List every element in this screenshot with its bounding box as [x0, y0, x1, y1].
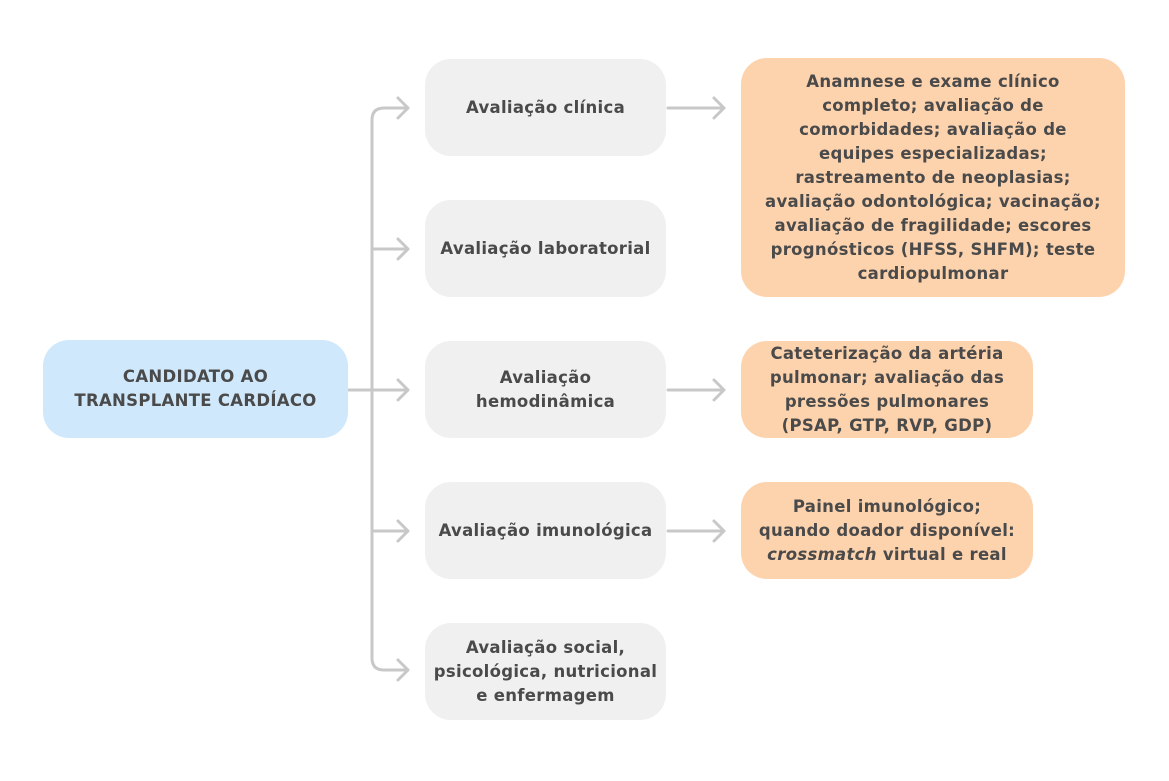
- step-label: hemodinâmica: [475, 391, 616, 411]
- detail-line: prognósticos (HFSS, SHFM); teste: [770, 239, 1096, 259]
- crossmatch-italic: crossmatch: [767, 544, 877, 564]
- detail-line: comorbidades; avaliação de: [799, 119, 1067, 139]
- step-label: Avaliação social,: [465, 637, 626, 657]
- detail-line: completo; avaliação de: [822, 95, 1044, 115]
- step-label: e enfermagem: [476, 685, 615, 705]
- detail-hemodynamic: Cateterização da artéria pulmonar; avali…: [741, 341, 1033, 438]
- detail-line: (PSAP, GTP, RVP, GDP): [781, 415, 993, 435]
- step-label: Avaliação laboratorial: [440, 238, 651, 258]
- arrow-to-step-hemo: [370, 378, 410, 402]
- step-label: Avaliação imunológica: [438, 520, 653, 540]
- detail-line: pressões pulmonares: [784, 391, 990, 411]
- detail-line: equipes especializadas;: [819, 143, 1047, 163]
- detail-line: Cateterização da artéria: [770, 343, 1004, 363]
- step-immunologic-evaluation: Avaliação imunológica: [425, 482, 666, 579]
- arrow-to-step-social: [382, 658, 410, 682]
- step-label: Avaliação clínica: [465, 97, 626, 117]
- detail-line: avaliação odontológica; vacinação;: [765, 191, 1101, 211]
- detail-line: Anamnese e exame clínico: [806, 71, 1060, 91]
- step-hemodynamic-evaluation: Avaliação hemodinâmica: [425, 341, 666, 438]
- detail-line: Painel imunológico;: [792, 496, 982, 516]
- vertical-trunk: [370, 106, 386, 672]
- step-social-evaluation: Avaliação social, psicológica, nutricion…: [425, 623, 666, 720]
- detail-line: quando doador disponível:: [758, 520, 1016, 540]
- root-line: TRANSPLANTE CARDÍACO: [74, 391, 317, 410]
- root-line: CANDIDATO AO: [122, 367, 269, 386]
- arrow-to-detail-immuno: [666, 519, 726, 543]
- step-clinical-evaluation: Avaliação clínica: [425, 59, 666, 156]
- arrow-to-step-clinical: [382, 96, 410, 120]
- root-node-candidate: CANDIDATO AO TRANSPLANTE CARDÍACO: [43, 340, 348, 438]
- step-laboratory-evaluation: Avaliação laboratorial: [425, 200, 666, 297]
- detail-line: pulmonar; avaliação das: [769, 367, 1005, 387]
- detail-line-rest: virtual e real: [876, 544, 1007, 564]
- detail-clinical: Anamnese e exame clínico completo; avali…: [741, 58, 1125, 297]
- detail-line: avaliação de fragilidade; escores: [774, 215, 1092, 235]
- step-label: Avaliação: [499, 367, 592, 387]
- arrow-to-step-lab: [370, 237, 410, 261]
- arrow-to-detail-clinical: [666, 96, 726, 120]
- detail-immunologic: Painel imunológico; quando doador dispon…: [741, 482, 1033, 579]
- detail-line: crossmatch virtual e real: [759, 543, 1015, 567]
- arrow-to-detail-hemo: [666, 378, 726, 402]
- step-label: psicológica, nutricional: [433, 661, 658, 681]
- arrow-to-step-immuno: [370, 519, 410, 543]
- detail-line: cardiopulmonar: [857, 263, 1009, 283]
- detail-line: rastreamento de neoplasias;: [795, 167, 1071, 187]
